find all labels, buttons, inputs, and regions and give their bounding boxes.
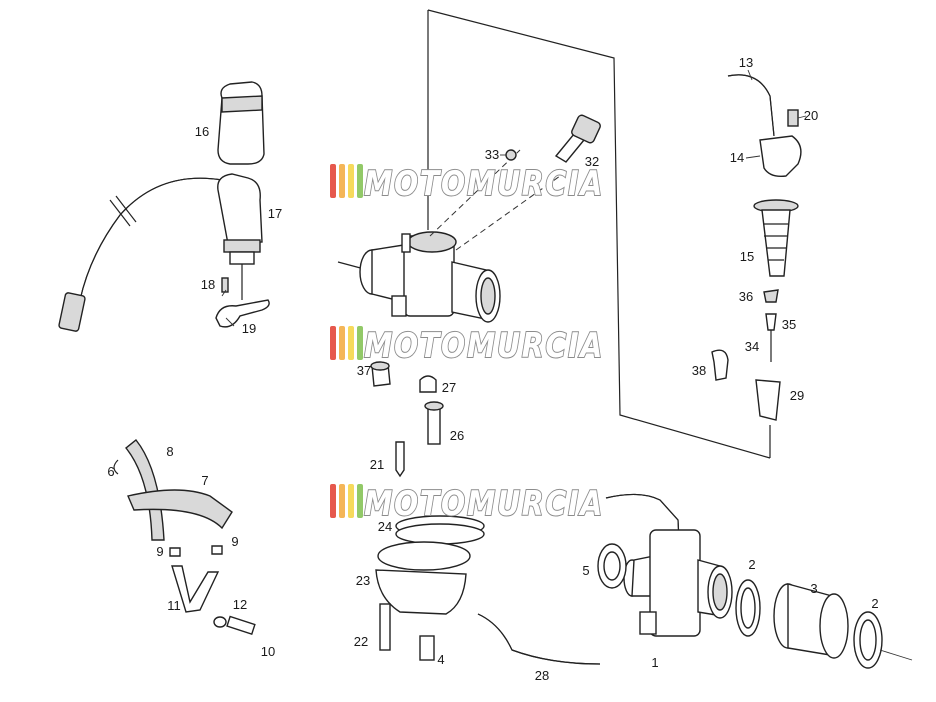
- label-part-9b: 9: [231, 534, 238, 549]
- label-part-33: 33: [485, 147, 499, 162]
- label-part-2a: 2: [748, 557, 755, 572]
- label-part-11: 11: [167, 598, 181, 613]
- watermark-stripe: [339, 484, 345, 518]
- label-part-5: 5: [582, 563, 589, 578]
- watermark-stripe: [348, 326, 354, 360]
- label-part-37: 37: [357, 363, 371, 378]
- label-part-14: 14: [730, 150, 744, 165]
- label-part-20: 20: [804, 108, 818, 123]
- carburetor-body: [337, 149, 561, 323]
- label-part-22: 22: [354, 634, 368, 649]
- label-part-38: 38: [692, 363, 706, 378]
- label-part-9a: 9: [156, 544, 163, 559]
- watermark-stripe: [348, 164, 354, 198]
- watermark-text: MOTOMURCIA: [364, 484, 604, 524]
- label-part-34: 34: [745, 339, 759, 354]
- label-part-3: 3: [810, 581, 817, 596]
- label-part-26: 26: [450, 428, 464, 443]
- watermark-stripe: [330, 484, 336, 518]
- parts-needle-assembly: [711, 289, 781, 421]
- label-part-24: 24: [378, 519, 392, 534]
- watermark-text: MOTOMURCIA: [364, 326, 604, 366]
- label-part-27: 27: [442, 380, 456, 395]
- label-part-16: 16: [195, 124, 209, 139]
- watermark-2: MOTOMURCIA: [330, 325, 604, 367]
- label-part-17: 17: [268, 206, 282, 221]
- watermark-stripe: [330, 326, 336, 360]
- watermark-stripe: [339, 326, 345, 360]
- watermark-stripe: [357, 484, 363, 518]
- label-part-6: 6: [107, 464, 114, 479]
- parts-intake-clamps: [597, 543, 913, 669]
- parts-float-bowl: [375, 515, 485, 661]
- part-32-33-screw: [505, 114, 601, 163]
- label-part-32: 32: [585, 154, 599, 169]
- watermark-stripe: [330, 164, 336, 198]
- part-17-coil: [58, 173, 263, 332]
- part-16-cap: [217, 81, 265, 165]
- watermark-text: MOTOMURCIA: [364, 164, 604, 204]
- label-part-2b: 2: [871, 596, 878, 611]
- label-part-28: 28: [535, 668, 549, 683]
- label-part-36: 36: [739, 289, 753, 304]
- label-part-18: 18: [201, 277, 215, 292]
- watermark-3: MOTOMURCIA: [330, 483, 604, 525]
- label-part-23: 23: [356, 573, 370, 588]
- parts-jets: [370, 361, 444, 478]
- watermark-stripe: [339, 164, 345, 198]
- label-part-7: 7: [201, 473, 208, 488]
- label-part-29: 29: [790, 388, 804, 403]
- watermark-1: MOTOMURCIA: [330, 163, 604, 205]
- watermark-stripe: [357, 326, 363, 360]
- part-labels: 1 2 2 3 4 5 6 7 8 9 9 10 11 12 13 14 15 …: [107, 55, 878, 683]
- label-part-10: 10: [261, 644, 275, 659]
- watermark-stripe: [357, 164, 363, 198]
- part-28-hose: [477, 613, 601, 665]
- label-part-8: 8: [166, 444, 173, 459]
- watermark-stripe: [348, 484, 354, 518]
- leader-lines: [221, 69, 807, 327]
- label-part-13: 13: [739, 55, 753, 70]
- label-part-35: 35: [782, 317, 796, 332]
- parts-13-14-15-20: [727, 74, 802, 277]
- label-part-21: 21: [370, 457, 384, 472]
- label-part-19: 19: [242, 321, 256, 336]
- parts-hoses-fitting: [113, 439, 256, 635]
- label-part-4: 4: [437, 652, 444, 667]
- label-part-12: 12: [233, 597, 247, 612]
- label-part-1: 1: [651, 655, 658, 670]
- exploded-view-frame: [427, 9, 771, 459]
- label-part-15: 15: [740, 249, 754, 264]
